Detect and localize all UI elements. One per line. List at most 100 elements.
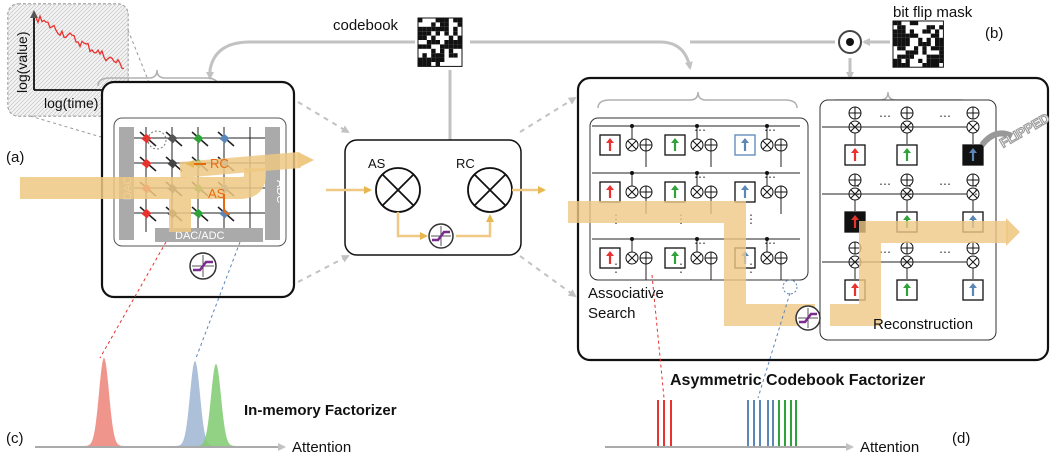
ellipsis-mark: ⋯ [879, 177, 891, 191]
matrix-cell [897, 63, 902, 68]
matrix-cell [426, 57, 432, 62]
matrix-cell [435, 18, 440, 23]
matrix-cell [909, 29, 914, 34]
memristor-device [165, 156, 183, 172]
reconstruction-cell [822, 241, 918, 301]
reconstruction-cell [822, 241, 984, 301]
matrix-cell [897, 29, 902, 34]
matrix-cell [926, 54, 931, 59]
crossbar-brace [97, 69, 219, 87]
matrix-cell [905, 58, 910, 63]
matrix-cell [418, 57, 423, 62]
matrix-cell [422, 31, 427, 36]
factorizer-activation-unit [795, 305, 821, 331]
ellipsis-mark: ⋯ [879, 109, 891, 123]
matrix-cell [426, 62, 432, 67]
matrix-cell [922, 29, 927, 34]
matrix-cell [922, 46, 927, 51]
matrix-cell [926, 25, 931, 30]
matrix-cell [453, 31, 458, 36]
reconstruction-cell [822, 106, 984, 166]
matrix-cell [901, 63, 906, 68]
matrix-cell [918, 58, 923, 63]
matrix-cell [926, 29, 931, 34]
matrix-cell [935, 46, 940, 51]
associative-search-label-2: Search [588, 305, 636, 322]
matrix-cell [930, 33, 935, 38]
matrix-cell [422, 35, 427, 40]
matrix-cell [897, 42, 902, 47]
matrix-cell [422, 53, 427, 58]
matrix-cell [435, 62, 440, 67]
matrix-cell [453, 18, 458, 23]
matrix-cell [905, 63, 910, 68]
matrix-cell [422, 44, 427, 49]
matrix-cell [909, 21, 914, 26]
crossbar-panel: DAC ADC DAC/ADC RC AS [20, 69, 314, 299]
matrix-cell [930, 54, 935, 59]
block-activation-unit [428, 223, 454, 249]
matrix-cell [440, 22, 445, 27]
matrix-cell [426, 31, 432, 36]
matrix-cell [435, 57, 440, 62]
matrix-cell [440, 26, 445, 32]
reconstruction-label: Reconstruction [873, 316, 973, 333]
codebook-matrix [417, 17, 463, 67]
matrix-cell [930, 63, 935, 68]
matrix-cell [893, 21, 898, 26]
matrix-cell [935, 37, 940, 42]
matrix-cell [426, 40, 432, 45]
associative-cell [734, 124, 788, 167]
matrix-cell [431, 26, 436, 32]
matrix-cell [457, 22, 462, 27]
matrix-cell [897, 54, 902, 59]
matrix-cell [418, 31, 423, 36]
matrix-cell [457, 18, 462, 23]
attention-axis-left: Attention [292, 439, 351, 456]
attention-distribution-d: Attention [605, 400, 919, 456]
ellipsis-mark: ⋮ [675, 261, 687, 275]
matrix-cell [905, 50, 910, 55]
matrix-cell [897, 21, 902, 26]
inmemory-title: In-memory Factorizer [244, 402, 397, 419]
ellipsis-mark: ⋯ [764, 170, 776, 184]
matrix-cell [901, 46, 906, 51]
matrix-cell [926, 37, 931, 42]
attention-peak-green [196, 364, 236, 446]
crossbar-flow [20, 168, 266, 232]
matrix-cell [897, 46, 902, 51]
ellipsis-mark: ⋮ [970, 183, 982, 197]
inset-xlabel: log(time) [44, 95, 98, 111]
inset-ylabel: log(value) [14, 32, 30, 93]
matrix-cell [901, 33, 906, 38]
matrix-cell [457, 40, 462, 45]
matrix-cell [914, 50, 919, 55]
matrix-cell [935, 54, 940, 59]
matrix-cell [893, 29, 898, 34]
matrix-cell [935, 29, 940, 34]
matrix-cell [930, 46, 935, 51]
matrix-cell [901, 25, 906, 30]
matrix-cell [457, 44, 462, 49]
matrix-cell [453, 26, 458, 32]
matrix-cell [418, 26, 423, 32]
asymmetric-factorizer-panel: ⋮⋮⋮⋮⋮⋮⋯⋯⋯⋯⋯⋯ ⋯⋯⋯⋯⋯⋯⋮⋮⋮ Associative Searc… [568, 76, 1053, 362]
xor-node-dot [846, 38, 854, 46]
dac-adc-label: DAC/ADC [175, 230, 225, 242]
matrix-cell [935, 42, 940, 47]
matrix-cell [431, 57, 436, 62]
matrix-cell [905, 54, 910, 59]
factorizer-flow [568, 201, 815, 326]
associative-cell [664, 171, 718, 214]
matrix-cell [922, 63, 927, 68]
matrix-cell [893, 63, 898, 68]
attention-peak-red [84, 358, 124, 446]
matrix-cell [939, 58, 944, 63]
matrix-cell [435, 26, 440, 32]
matrix-cell [935, 63, 940, 68]
associative-search-label-1: Associative [588, 285, 664, 302]
matrix-cell [440, 53, 445, 58]
as-block-label: AS [368, 156, 386, 171]
matrix-cell [448, 53, 454, 58]
memristor-device [191, 206, 209, 222]
